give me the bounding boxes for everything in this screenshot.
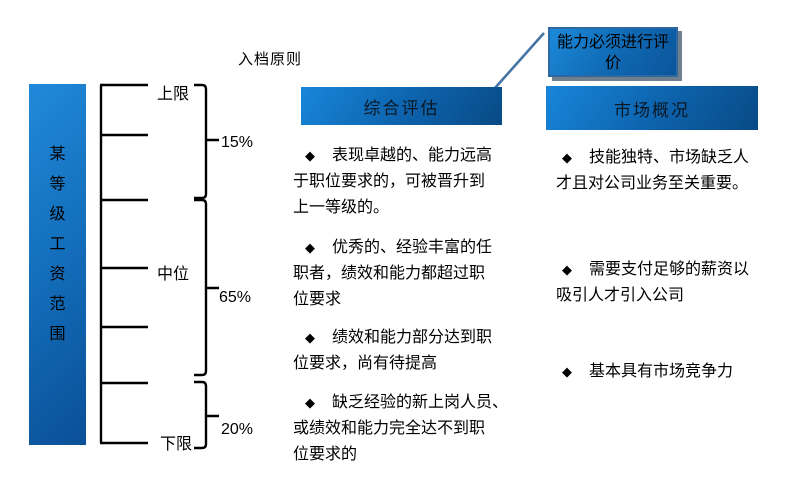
bullet-text: 需要支付足够的薪资以 吸引人才引入公司 [556,261,750,304]
callout-box: 能力必须进行评 价 [548,27,678,77]
diamond-bullet-icon: ◆ [305,148,315,163]
percent-upper: 15% [221,134,254,151]
ladder-rungs [100,83,148,445]
lower-limit-label: 下限 [160,436,193,453]
bullet-item: ◆需要支付足够的薪资以 吸引人才引入公司 [556,257,788,309]
column-header-comprehensive-evaluation: 综合评估 [301,87,502,125]
bullet-item: ◆表现卓越的、能力远高 于职位要求的，可被晋升到 上一等级的。 [293,143,543,221]
bullet-text: 表现卓越的、能力远高 于职位要求的，可被晋升到 上一等级的。 [293,147,493,216]
diamond-bullet-icon: ◆ [562,364,572,379]
diamond-bullet-icon: ◆ [305,395,315,410]
bullet-text: 绩效和能力部分达到职 位要求，尚有待提高 [293,329,493,372]
salary-range-bar: 某 等 级 工 资 范 围 [29,84,86,445]
diamond-bullet-icon: ◆ [305,330,315,345]
salary-bar-label: 某 等 级 工 资 范 围 [49,146,66,343]
middle-label: 中位 [157,266,190,283]
bullet-text: 技能独特、市场缺乏人 才且对公司业务至关重要。 [556,149,750,192]
bullet-text: 缺乏经验的新上岗人员、 或绩效和能力完全达不到职 位要求的 [293,394,509,463]
diamond-bullet-icon: ◆ [562,262,572,277]
bullet-item: ◆缺乏经验的新上岗人员、 或绩效和能力完全达不到职 位要求的 [293,390,543,468]
bullet-text: 基本具有市场竞争力 [589,363,734,380]
bullet-item: ◆绩效和能力部分达到职 位要求，尚有待提高 [293,325,543,377]
callout-connector-line [494,32,545,89]
brace-lower-20 [194,380,219,450]
bullet-text: 优秀的、经验丰富的任 职者，绩效和能力都超过职 位要求 [293,239,493,308]
brace-upper-15 [194,83,219,200]
page-title: 入档原则 [238,51,303,68]
diamond-bullet-icon: ◆ [562,150,572,165]
percent-lower: 20% [221,421,254,438]
brace-middle-65 [194,198,219,377]
bullet-item: ◆优秀的、经验丰富的任 职者，绩效和能力都超过职 位要求 [293,235,543,313]
upper-limit-label: 上限 [157,86,190,103]
bullet-item: ◆ 基本具有市场竞争力 [556,359,788,385]
callout-text: 能力必须进行评 价 [556,34,669,72]
bullet-item: ◆技能独特、市场缺乏人 才且对公司业务至关重要。 [556,145,788,197]
diamond-bullet-icon: ◆ [305,240,315,255]
column-header-market-overview: 市场概况 [546,86,758,130]
percent-middle: 65% [219,289,252,306]
